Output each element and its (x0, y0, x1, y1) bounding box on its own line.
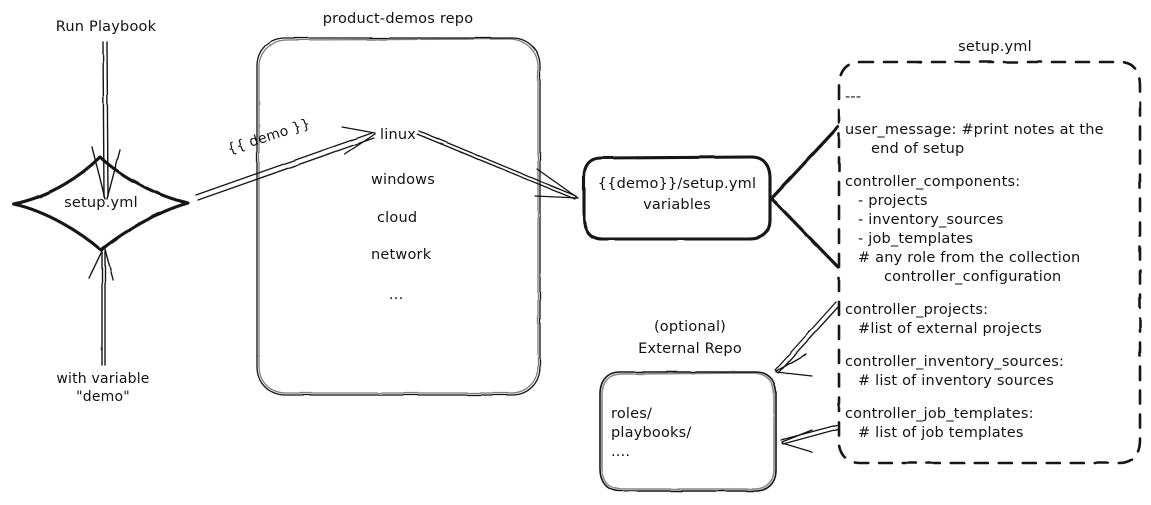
repo-item-cloud: cloud (377, 210, 418, 226)
setup-line: #list of external projects (858, 321, 1042, 337)
node-variables-box-line2: variables (643, 197, 711, 213)
arrow-with-variable (88, 248, 114, 366)
setup-line: # any role from the collection (858, 250, 1081, 266)
node-setup-yml-diamond-label: setup.yml (64, 195, 138, 211)
repo-item-ellipsis: ... (389, 287, 404, 303)
node-variables-box-line1: {{demo}}/setup.yml (597, 176, 757, 192)
setup-line: controller_projects: (845, 302, 989, 318)
setup-block-user-message: user_message: #print notes at the end of … (845, 121, 1137, 159)
connector-variables-to-setup-top (770, 125, 840, 200)
setup-yml-panel-body: --- user_message: #print notes at the end … (845, 88, 1137, 443)
setup-line: end of setup (871, 141, 965, 157)
setup-line: - job_templates (858, 231, 974, 247)
setup-block-controller-projects: controller_projects: #list of external pr… (845, 301, 1137, 339)
arrow-linux-to-variables (416, 130, 579, 200)
setup-block-controller-components: controller_components: - projects - invent… (845, 173, 1137, 287)
label-run-playbook: Run Playbook (55, 19, 157, 35)
external-repo-item-ellipsis: .... (611, 444, 631, 460)
setup-block-doc-start: --- (845, 88, 1137, 107)
connector-variables-to-setup-bottom (770, 197, 840, 269)
setup-line: controller_configuration (884, 269, 1062, 285)
edge-label-demo-variable: {{ demo }} (225, 115, 313, 158)
repo-item-linux: linux (380, 127, 417, 143)
repo-item-network: network (371, 247, 432, 263)
label-external-repo-title-line1: (optional) (653, 319, 727, 335)
arrow-job-templates-to-external-repo (780, 424, 839, 453)
label-product-demos-repo-title: product-demos repo (322, 11, 474, 27)
setup-line: # list of job templates (858, 425, 1024, 441)
label-external-repo-title-line2: External Repo (638, 341, 742, 357)
setup-block-controller-inventory-sources: controller_inventory_sources: # list of i… (845, 353, 1137, 391)
setup-line: --- (845, 89, 862, 105)
setup-line: controller_job_templates: (845, 406, 1034, 422)
setup-block-controller-job-templates: controller_job_templates: # list of job t… (845, 405, 1137, 443)
external-repo-item-playbooks: playbooks/ (611, 425, 692, 441)
external-repo-item-roles: roles/ (611, 406, 653, 422)
setup-line: - projects (858, 193, 928, 209)
arrow-projects-to-external-repo (774, 301, 840, 377)
repo-item-windows: windows (371, 172, 435, 188)
label-with-variable-line1: with variable (56, 371, 150, 387)
label-setup-yml-panel-title: setup.yml (958, 39, 1032, 55)
setup-line: # list of inventory sources (858, 373, 1054, 389)
setup-line: controller_inventory_sources: (845, 354, 1065, 370)
setup-line: controller_components: (845, 174, 1021, 190)
setup-line: - inventory_sources (858, 212, 1004, 228)
label-with-variable-line2: "demo" (76, 389, 130, 405)
setup-line: user_message: #print notes at the (845, 122, 1104, 138)
arrow-run-playbook (91, 41, 121, 200)
